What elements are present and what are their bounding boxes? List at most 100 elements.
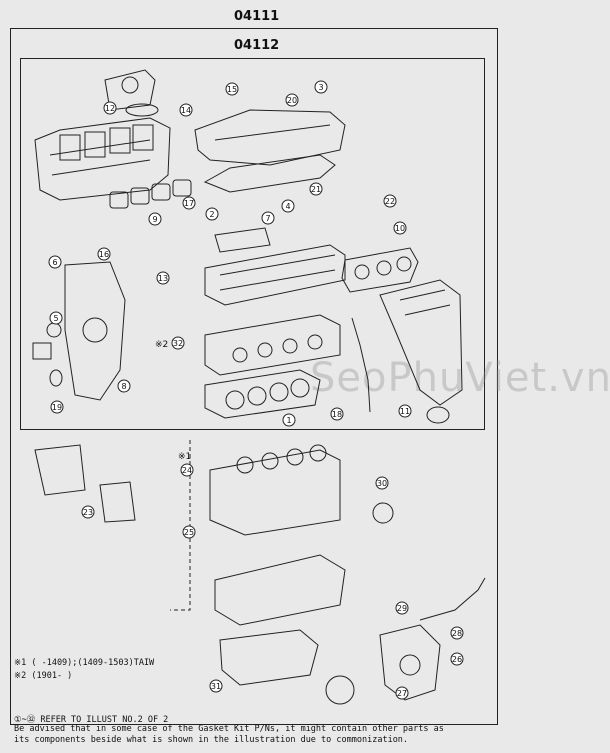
svg-text:11: 11 — [400, 407, 410, 416]
callout-1: 1 — [282, 413, 296, 427]
svg-text:9: 9 — [152, 215, 157, 224]
side-plate-drawing — [99, 481, 136, 523]
small-plate-drawing — [32, 342, 52, 360]
svg-text:20: 20 — [287, 96, 297, 105]
callout-14: 14 — [179, 103, 193, 117]
callout-24: 24 — [180, 463, 194, 477]
svg-text:23: 23 — [83, 508, 93, 517]
svg-text:13: 13 — [158, 274, 168, 283]
svg-text:31: 31 — [211, 682, 221, 691]
throttle-gasket-drawing — [125, 103, 159, 117]
svg-text:30: 30 — [377, 479, 387, 488]
exhaust-gasket-drawing — [341, 247, 419, 293]
svg-text:5: 5 — [53, 314, 58, 323]
exhaust-manifold-drawing — [379, 279, 463, 406]
svg-text:12: 12 — [105, 104, 115, 113]
callout-28: 28 — [450, 626, 464, 640]
valve-cover-drawing — [194, 109, 346, 166]
refer-note: ①~㉜ REFER TO ILLUST NO.2 OF 2 — [14, 715, 169, 725]
svg-text:4: 4 — [285, 202, 290, 211]
callout-18: 18 — [330, 407, 344, 421]
footnote-2: ※2 (1901- ) — [14, 671, 73, 681]
marker-note-1: ※1 — [178, 452, 191, 462]
svg-text:10: 10 — [395, 224, 405, 233]
advice-line-2: its components beside what is shown in t… — [14, 735, 409, 745]
outer-kit-code: 04111 — [234, 9, 280, 24]
svg-text:18: 18 — [332, 410, 342, 419]
advice-line-1: Be advised that in some case of the Gask… — [14, 724, 444, 734]
lower-head-drawing — [204, 314, 341, 376]
intake-gasket-drawing — [109, 179, 192, 209]
valve-cover-gasket-drawing — [203, 154, 336, 193]
svg-text:3: 3 — [318, 83, 323, 92]
head-gasket-drawing — [204, 369, 321, 419]
svg-text:1: 1 — [286, 416, 291, 425]
callout-30: 30 — [375, 476, 389, 490]
svg-text:7: 7 — [265, 214, 270, 223]
water-pump-drawing — [325, 675, 355, 705]
callout-13: 13 — [156, 271, 170, 285]
marker-note-2: ※2 — [155, 340, 168, 350]
callout-32: 32 — [171, 336, 185, 350]
callout-9: 9 — [148, 212, 162, 226]
callout-3: 3 — [314, 80, 328, 94]
timing-cover-drawing — [64, 261, 126, 401]
callout-17: 17 — [182, 196, 196, 210]
callout-21: 21 — [309, 182, 323, 196]
callout-31: 31 — [209, 679, 223, 693]
callout-5: 5 — [49, 311, 63, 325]
callout-20: 20 — [285, 93, 299, 107]
callout-7: 7 — [261, 211, 275, 225]
svg-text:28: 28 — [452, 629, 462, 638]
side-cover-drawing — [34, 444, 86, 496]
callout-12: 12 — [103, 101, 117, 115]
callout-8: 8 — [117, 379, 131, 393]
svg-text:14: 14 — [181, 106, 191, 115]
cam-bearing-caps-drawing — [214, 227, 271, 253]
oil-pump-drawing — [379, 624, 441, 701]
callout-19: 19 — [50, 400, 64, 414]
oil-strainer-pipe-drawing — [419, 577, 486, 621]
oil-pan-upper-drawing — [214, 554, 346, 626]
svg-text:8: 8 — [121, 382, 126, 391]
callout-4: 4 — [281, 199, 295, 213]
callout-15: 15 — [225, 82, 239, 96]
svg-text:25: 25 — [184, 528, 194, 537]
watermark-text: SeoPhuViet.vn — [310, 355, 610, 401]
dipstick-tube-drawing — [351, 317, 371, 413]
callout-25: 25 — [182, 525, 196, 539]
svg-text:26: 26 — [452, 655, 462, 664]
exhaust-flange-gasket-drawing — [426, 406, 450, 424]
svg-text:6: 6 — [52, 258, 57, 267]
svg-text:29: 29 — [397, 604, 407, 613]
cam-seal-drawing — [46, 322, 62, 338]
inner-kit-code: 04112 — [234, 38, 280, 53]
callout-27: 27 — [395, 686, 409, 700]
svg-text:2: 2 — [209, 210, 214, 219]
svg-text:32: 32 — [173, 339, 183, 348]
svg-text:19: 19 — [52, 403, 62, 412]
footnote-1: ※1 ( -1409);(1409-1503)TAIW — [14, 658, 155, 668]
callout-29: 29 — [395, 601, 409, 615]
svg-text:27: 27 — [397, 689, 407, 698]
svg-text:24: 24 — [182, 466, 192, 475]
callout-22: 22 — [383, 194, 397, 208]
svg-text:21: 21 — [311, 185, 321, 194]
intake-manifold-drawing — [34, 69, 171, 201]
callout-11: 11 — [398, 404, 412, 418]
callout-10: 10 — [393, 221, 407, 235]
callout-6: 6 — [48, 255, 62, 269]
crank-seal-drawing — [49, 369, 63, 387]
callout-2: 2 — [205, 207, 219, 221]
callout-26: 26 — [450, 652, 464, 666]
svg-text:22: 22 — [385, 197, 395, 206]
outer-kit-frame — [10, 28, 498, 725]
inner-kit-frame — [20, 58, 485, 430]
rear-oil-seal-drawing — [372, 502, 394, 524]
engine-block-drawing — [209, 444, 341, 536]
oil-pan-lower-drawing — [219, 629, 319, 686]
svg-text:16: 16 — [99, 250, 109, 259]
svg-text:15: 15 — [227, 85, 237, 94]
